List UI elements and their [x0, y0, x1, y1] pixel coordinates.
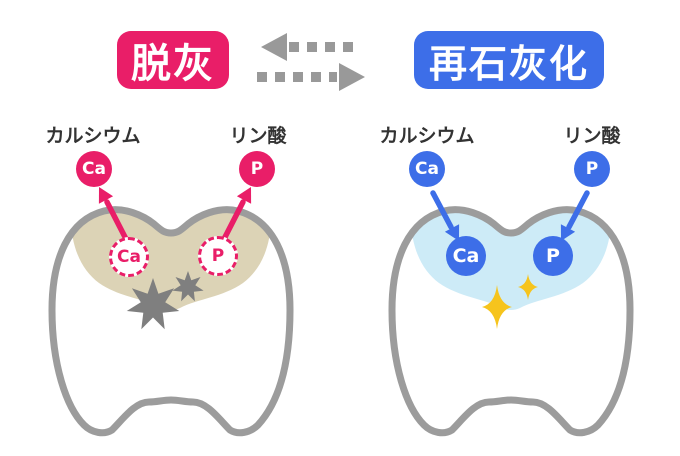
exchange-arrow-right-icon [257, 63, 365, 91]
restored-phosphate-badge: P [533, 236, 573, 276]
restored-calcium-badge: Ca [446, 236, 486, 276]
phosphate-ion-badge: P [574, 151, 610, 187]
phosphate-ion-badge: P [239, 151, 275, 187]
decay-burst-small-icon [172, 271, 204, 302]
calcium-out-arrow-icon [98, 187, 130, 244]
calcium-label: カルシウム [45, 125, 141, 147]
phosphate-label: リン酸 [229, 125, 287, 147]
decay-burst-large-icon [126, 278, 180, 330]
sparkle-large-icon [482, 285, 512, 329]
exchange-arrow-left-icon [261, 33, 356, 61]
calcium-ion-badge: Ca [409, 151, 445, 187]
calcium-ion-badge: Ca [76, 151, 112, 187]
remineralization-badge: 再石灰化 [414, 31, 604, 89]
dissolving-phosphate-badge: P [198, 236, 238, 276]
remineralization-tooth-illustration [392, 190, 630, 433]
demineralization-tooth-illustration [52, 187, 290, 433]
dissolving-calcium-badge: Ca [109, 237, 149, 277]
demineralization-badge: 脱灰 [117, 31, 229, 89]
calcium-in-arrow-icon [430, 190, 460, 241]
calcium-label: カルシウム [379, 125, 475, 147]
phosphate-in-arrow-icon [560, 190, 590, 241]
phosphate-out-arrow-icon [220, 187, 252, 244]
phosphate-label: リン酸 [563, 125, 621, 147]
sparkle-small-icon [518, 274, 538, 300]
